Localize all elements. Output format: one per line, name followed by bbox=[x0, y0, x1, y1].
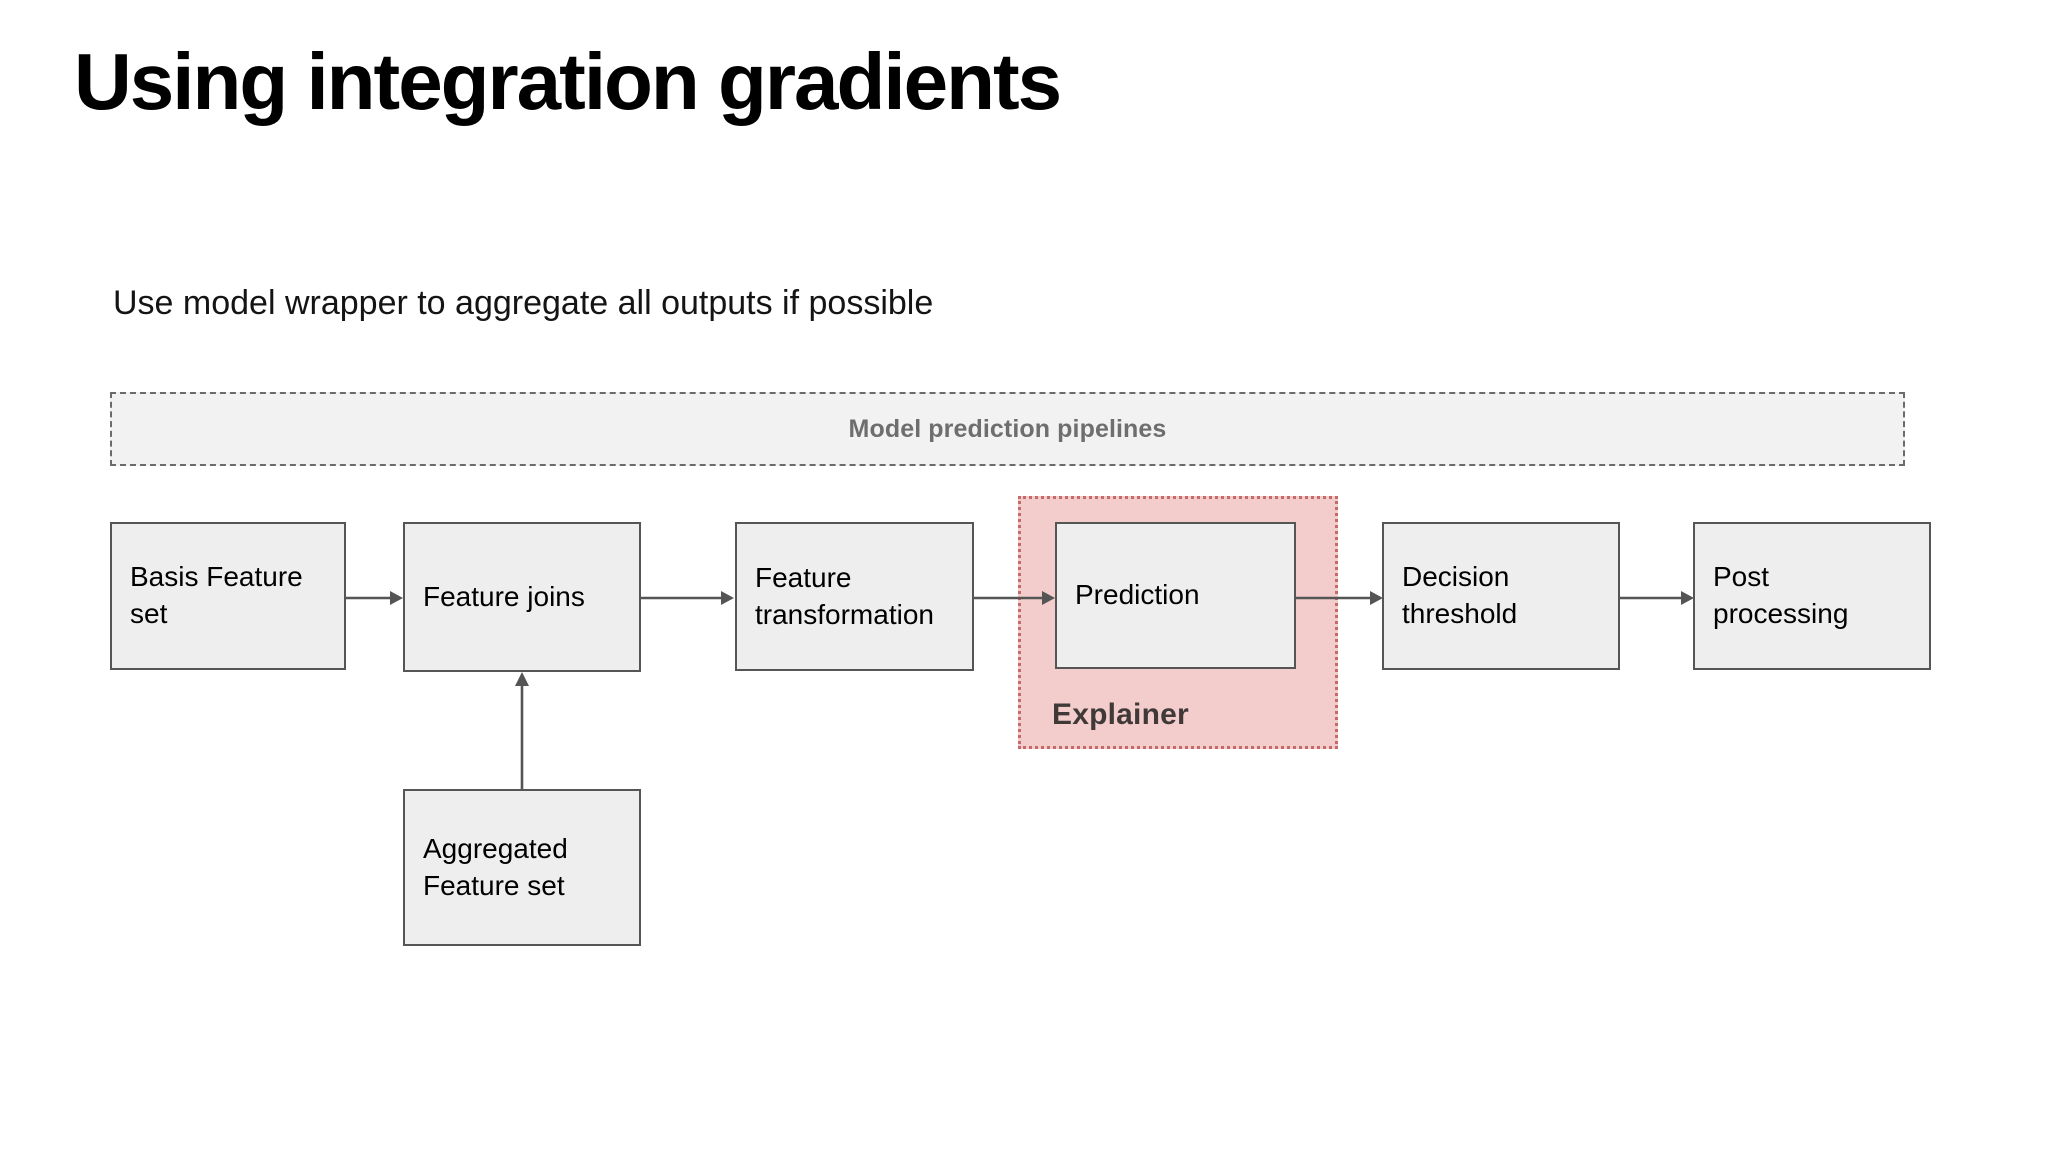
arrow-feature-transformation-to-prediction bbox=[974, 591, 1055, 605]
node-label: Prediction bbox=[1075, 579, 1200, 611]
page-subtitle: Use model wrapper to aggregate all outpu… bbox=[113, 284, 934, 322]
arrow-feature-joins-to-feature-transformation bbox=[641, 591, 734, 605]
node-label: Post processing bbox=[1713, 561, 1849, 629]
model-prediction-pipelines-container: Model prediction pipelines bbox=[110, 392, 1905, 466]
node-post-processing[interactable]: Post processing bbox=[1693, 522, 1931, 670]
node-label: Basis Feature set bbox=[130, 561, 303, 629]
node-label: Feature joins bbox=[423, 580, 585, 612]
node-label: Aggregated Feature set bbox=[423, 832, 568, 901]
node-feature-transformation[interactable]: Feature transformation bbox=[735, 522, 974, 671]
pipeline-banner-label: Model prediction pipelines bbox=[848, 414, 1167, 443]
node-feature-joins[interactable]: Feature joins bbox=[403, 522, 641, 672]
explainer-region-label: Explainer bbox=[1052, 698, 1189, 731]
node-prediction[interactable]: Prediction bbox=[1055, 522, 1296, 669]
node-decision-threshold[interactable]: Decision threshold bbox=[1382, 522, 1620, 670]
node-label: Decision threshold bbox=[1402, 561, 1518, 629]
node-label: Feature transformation bbox=[755, 561, 934, 630]
arrow-prediction-to-decision-threshold bbox=[1296, 591, 1383, 605]
page-title: Using integration gradients bbox=[74, 37, 1062, 126]
arrow-decision-threshold-to-post-processing bbox=[1620, 591, 1694, 605]
arrow-basis-feature-set-to-feature-joins bbox=[346, 591, 403, 605]
node-basis-feature-set[interactable]: Basis Feature set bbox=[110, 522, 346, 670]
arrow-aggregated-feature-set-to-feature-joins bbox=[515, 672, 529, 790]
node-aggregated-feature-set[interactable]: Aggregated Feature set bbox=[403, 789, 641, 946]
